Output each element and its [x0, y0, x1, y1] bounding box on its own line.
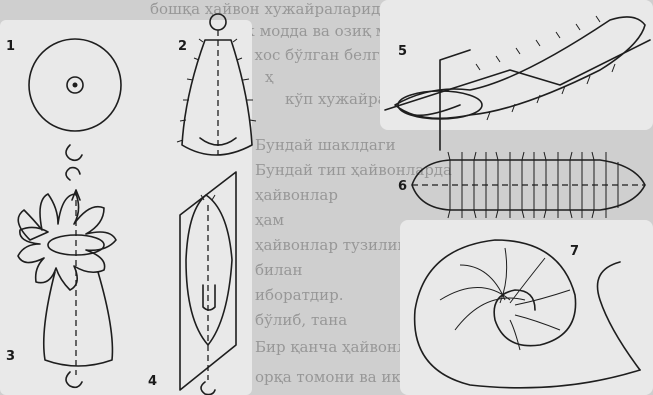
figure-number: 5 [398, 44, 407, 59]
figure-number: 4 [148, 374, 157, 389]
bg-text-line: ҳ [265, 68, 274, 86]
bg-text-line: Бундай шаклдаги [255, 136, 396, 154]
figure-number: 3 [6, 349, 15, 364]
figure-panel-left [0, 20, 252, 395]
bg-text-line: ҳам [255, 211, 284, 229]
figure-panel-bottom-right [400, 220, 653, 395]
figure-number: 1 [6, 39, 15, 54]
figure-number: 2 [178, 39, 187, 54]
bg-text-line: ҳайвонлар [255, 186, 338, 204]
bg-text-line: билан [255, 261, 303, 279]
figure-6-segmented-worm: 6 [398, 152, 645, 218]
bg-text-line: иборатдир. [255, 286, 344, 304]
bg-text-line: бўлиб, тана [255, 311, 347, 329]
figure-number: 6 [398, 179, 407, 194]
figure-number: 7 [570, 244, 579, 259]
